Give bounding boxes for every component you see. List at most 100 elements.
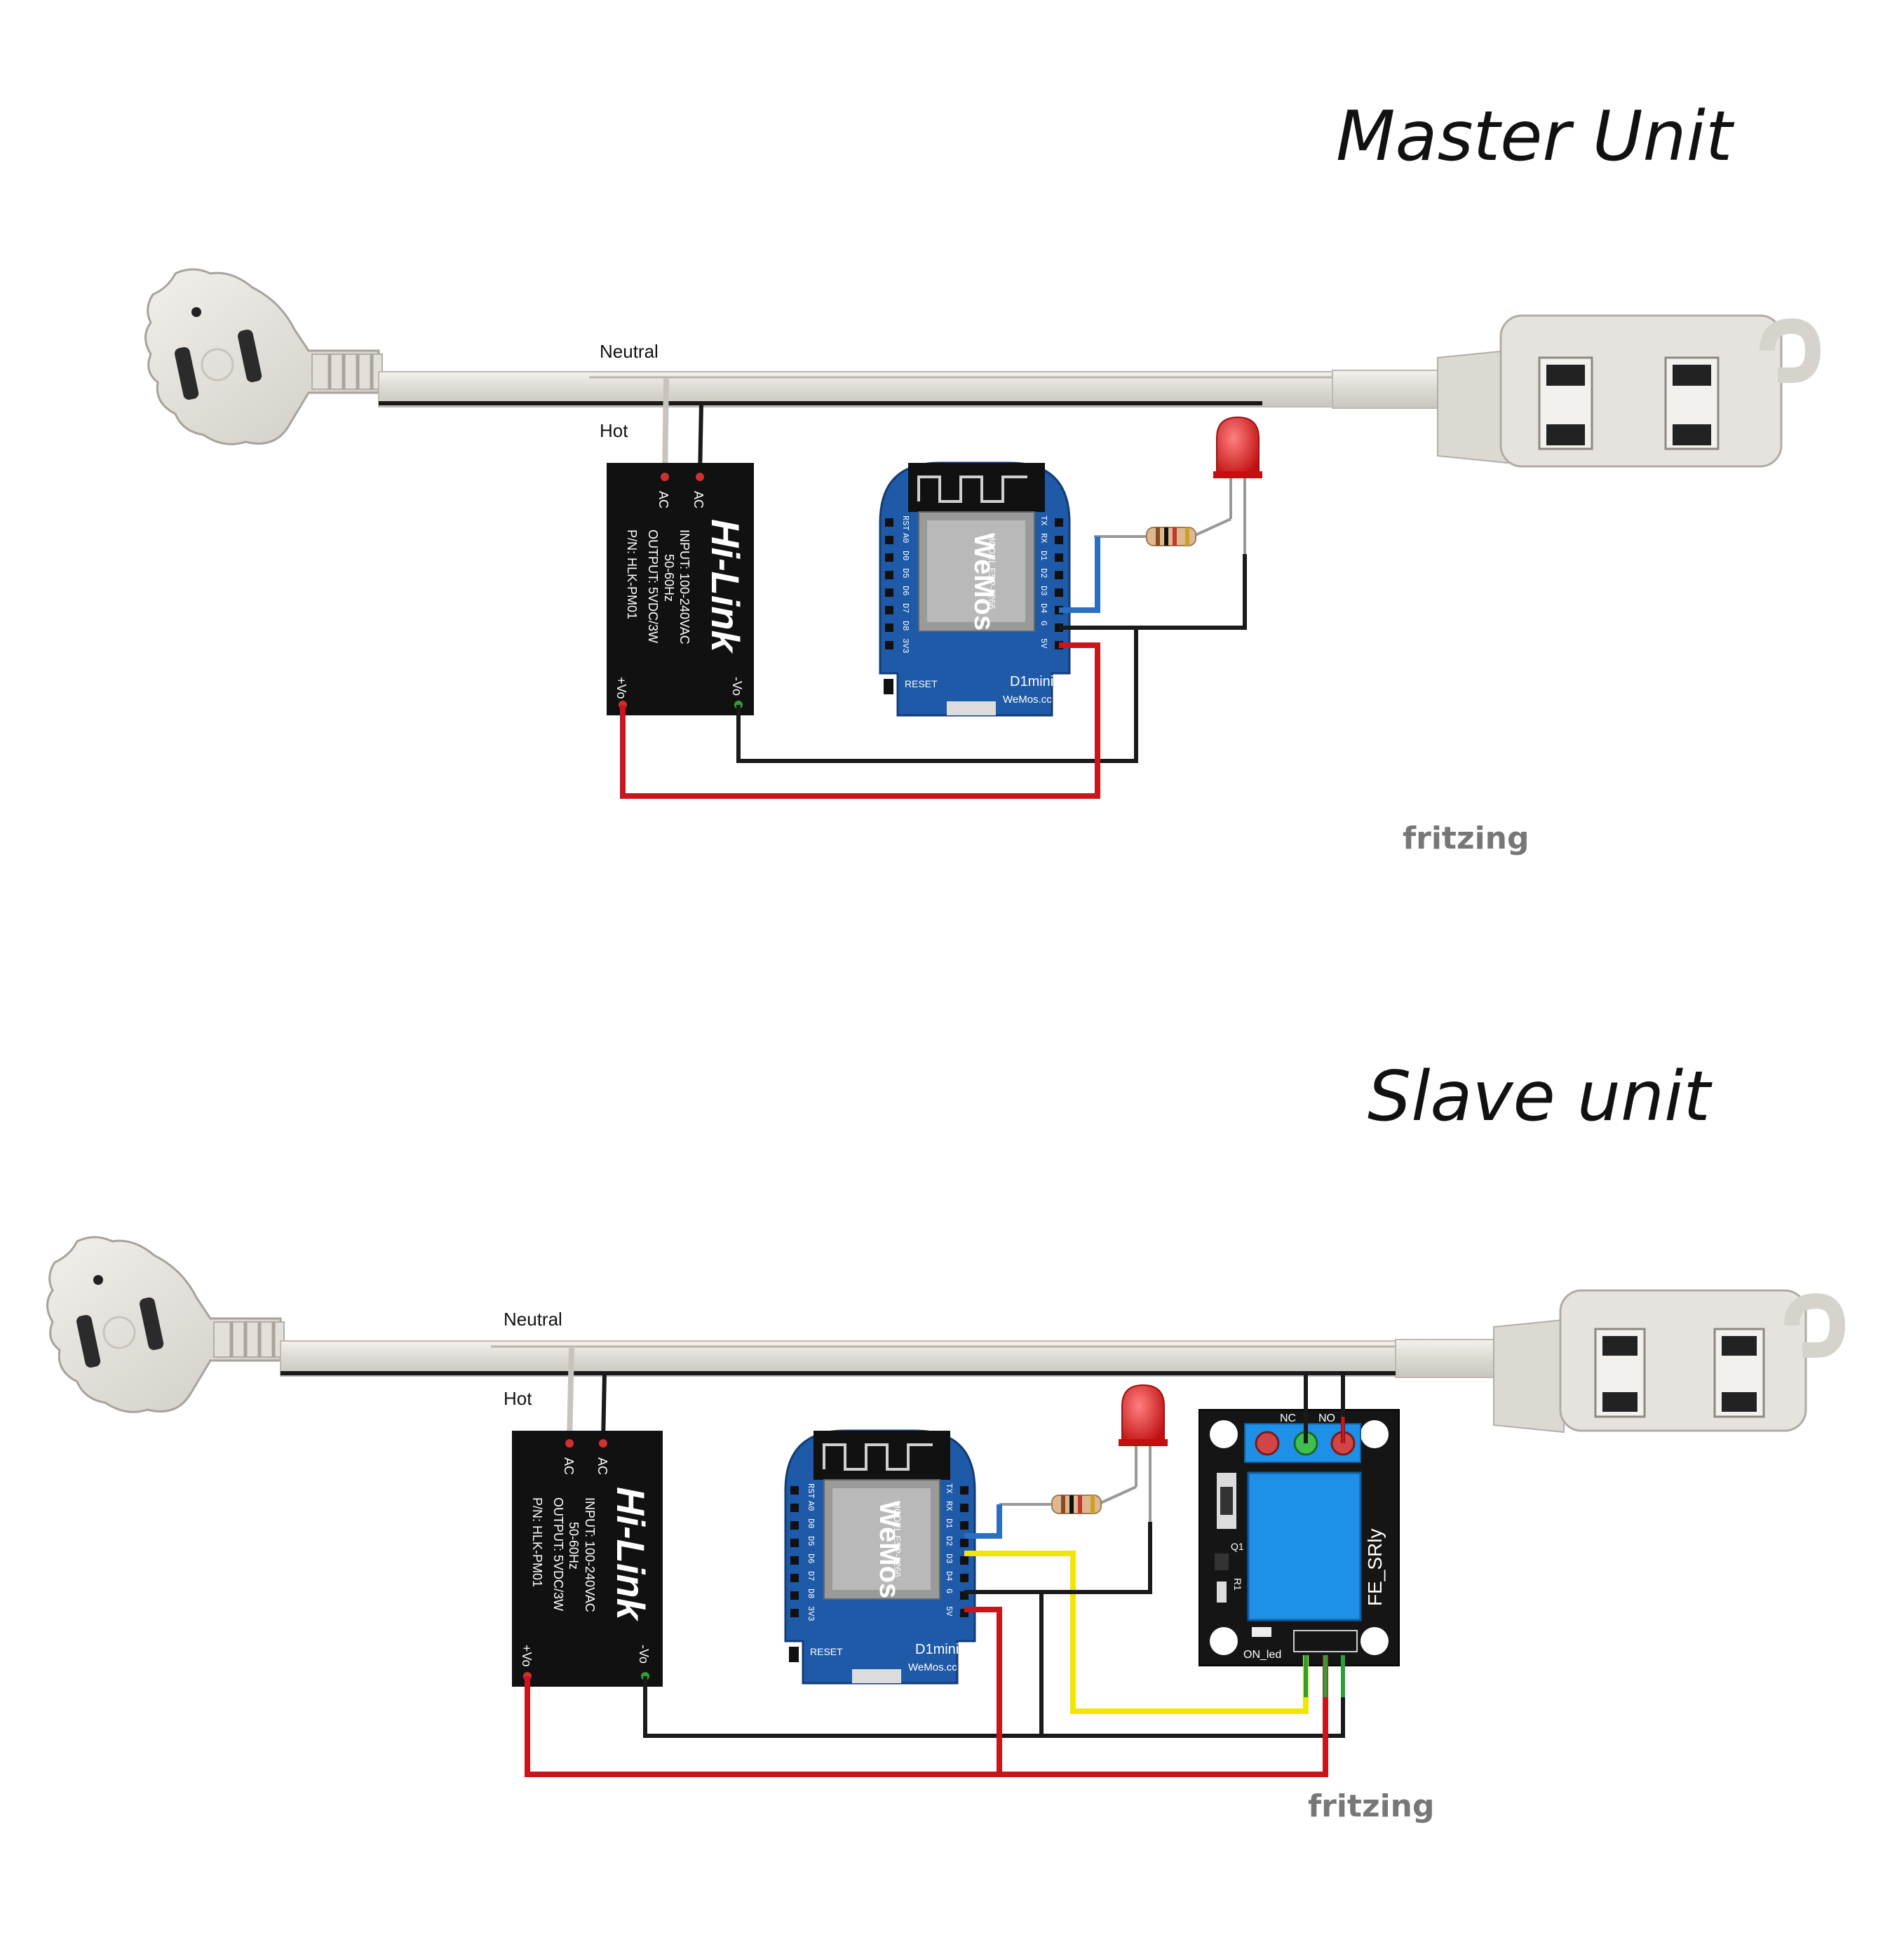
header-pin: [790, 1556, 799, 1565]
module-brand: WeMos: [968, 533, 999, 630]
relay-no: NO: [1318, 1412, 1335, 1424]
psu-ac2: AC: [691, 491, 705, 508]
master-unit: Master Unit: [144, 97, 1821, 856]
hot-label: Hot: [504, 1388, 532, 1409]
wemos-d1-mini: WeMos MODEL ESP-8266 RESET D1mini WeMos.…: [879, 461, 1071, 717]
pin-label-5v: 5V: [944, 1606, 954, 1617]
pin-label-d7: D7: [900, 603, 910, 613]
psu-brand: Hi-Link: [703, 519, 748, 654]
board-reset: RESET: [810, 1646, 843, 1657]
pin-label-rst: RST: [900, 515, 910, 531]
slave-unit: Slave unit Neutral: [46, 1057, 1846, 1824]
psu-vplus: +Vo: [614, 677, 628, 699]
pin-label-d3: D3: [1039, 586, 1048, 595]
module-model: MODEL ESP-8266: [987, 533, 997, 609]
header-pin: [1055, 553, 1063, 562]
pin-label-rx: RX: [944, 1501, 954, 1511]
header-pin: [1055, 588, 1063, 597]
psu-vplus: +Vo: [520, 1645, 534, 1667]
psu-output: OUTPUT: 5VDC/3W: [551, 1497, 565, 1611]
wire-led-gnd: [1059, 554, 1247, 630]
psu-vminus: -Vo: [730, 677, 744, 696]
pin-label-d1: D1: [1039, 551, 1048, 560]
header-pin: [1055, 518, 1063, 527]
header-pin: [960, 1521, 968, 1530]
psu-freq: 50-60Hz: [567, 1522, 581, 1570]
header-pin: [790, 1591, 799, 1600]
red-led: [1213, 416, 1262, 554]
header-pin: [790, 1486, 799, 1495]
pin-label-d7: D7: [806, 1571, 816, 1581]
header-pin: [885, 588, 893, 597]
neutral-label: Neutral: [504, 1309, 562, 1330]
wemos-d1-mini: WeMos MODEL ESP-8266 RESET D1mini WeMos.…: [784, 1429, 976, 1685]
psu-ac1: AC: [656, 491, 670, 508]
header-pin: [885, 606, 893, 614]
pin-label-3v3: 3V3: [806, 1606, 816, 1621]
pin-label-d3: D3: [944, 1553, 954, 1563]
pin-label-tx: TX: [944, 1483, 954, 1493]
pin-label-d4: D4: [1039, 603, 1048, 613]
module-brand: WeMos: [874, 1501, 905, 1598]
relay-r1: R1: [1232, 1578, 1243, 1591]
pin-label-tx: TX: [1039, 515, 1048, 525]
pin-label-rst: RST: [806, 1483, 816, 1499]
psu-brand: Hi-Link: [609, 1487, 653, 1622]
wire-led-gnd: [964, 1522, 1152, 1594]
pin-label-d6: D6: [900, 586, 910, 595]
ac-plug: [46, 1236, 285, 1413]
pin-label-d4: D4: [944, 1571, 954, 1581]
pin-label-3v3: 3V3: [900, 638, 910, 654]
pin-label-d5: D5: [806, 1536, 816, 1546]
wire-d2-resistor: [964, 1504, 1002, 1539]
board-name: D1mini: [915, 1642, 959, 1657]
pin-label-a0: A0: [806, 1501, 816, 1511]
header-pin: [960, 1574, 968, 1582]
header-pin: [885, 623, 893, 632]
pin-label-d8: D8: [806, 1589, 816, 1598]
header-pin: [1055, 536, 1063, 544]
header-pin: [790, 1574, 799, 1582]
pin-label-d8: D8: [900, 621, 910, 630]
header-pin: [885, 553, 893, 562]
module-model: MODEL ESP-8266: [892, 1501, 903, 1577]
neutral-label: Neutral: [600, 341, 659, 362]
relay-nc: NC: [1280, 1412, 1296, 1424]
header-pin: [960, 1504, 968, 1512]
relay-module: NC NO Q1 R1 FE_SRly ON_led: [1199, 1409, 1400, 1666]
wire-5v-psu: [620, 642, 1100, 799]
pin-label-rx: RX: [1039, 533, 1048, 543]
psu-pn: P/N: HLK-PM01: [530, 1497, 544, 1587]
header-pin: [960, 1486, 968, 1495]
pin-label-a0: A0: [900, 533, 910, 543]
board-maker: WeMos.cc: [908, 1661, 957, 1673]
header-pin: [790, 1521, 799, 1530]
resistor: [1094, 518, 1231, 546]
pin-label-5v: 5V: [1039, 638, 1048, 649]
psu-pn: P/N: HLK-PM01: [625, 530, 639, 619]
ac-plug: [144, 268, 383, 445]
hot-label: Hot: [600, 420, 628, 441]
master-watermark: fritzing: [1403, 821, 1529, 856]
pin-label-d0: D0: [900, 551, 910, 560]
psu-ac1: AC: [562, 1457, 576, 1475]
relay-q1: Q1: [1231, 1541, 1244, 1552]
ac-outlet: [1437, 314, 1821, 468]
header-pin: [790, 1539, 799, 1547]
header-pin: [790, 1609, 799, 1617]
hilink-psu: AC AC Hi-Link INPUT: 100-240VAC 50-60Hz …: [607, 463, 754, 715]
pin-label-g: G: [944, 1589, 954, 1593]
pin-label-g: G: [1039, 621, 1048, 626]
psu-freq: 50-60Hz: [662, 554, 676, 602]
header-pin: [885, 571, 893, 579]
relay-on-led: ON_led: [1243, 1649, 1281, 1661]
header-pin: [885, 641, 893, 649]
wire-gnd-psu: [736, 628, 1138, 763]
resistor: [999, 1485, 1137, 1514]
wire-gnd-psu: [643, 1592, 1044, 1738]
hilink-psu: AC AC Hi-Link INPUT: 100-240VAC 50-60Hz …: [512, 1431, 663, 1687]
header-pin: [960, 1539, 968, 1547]
